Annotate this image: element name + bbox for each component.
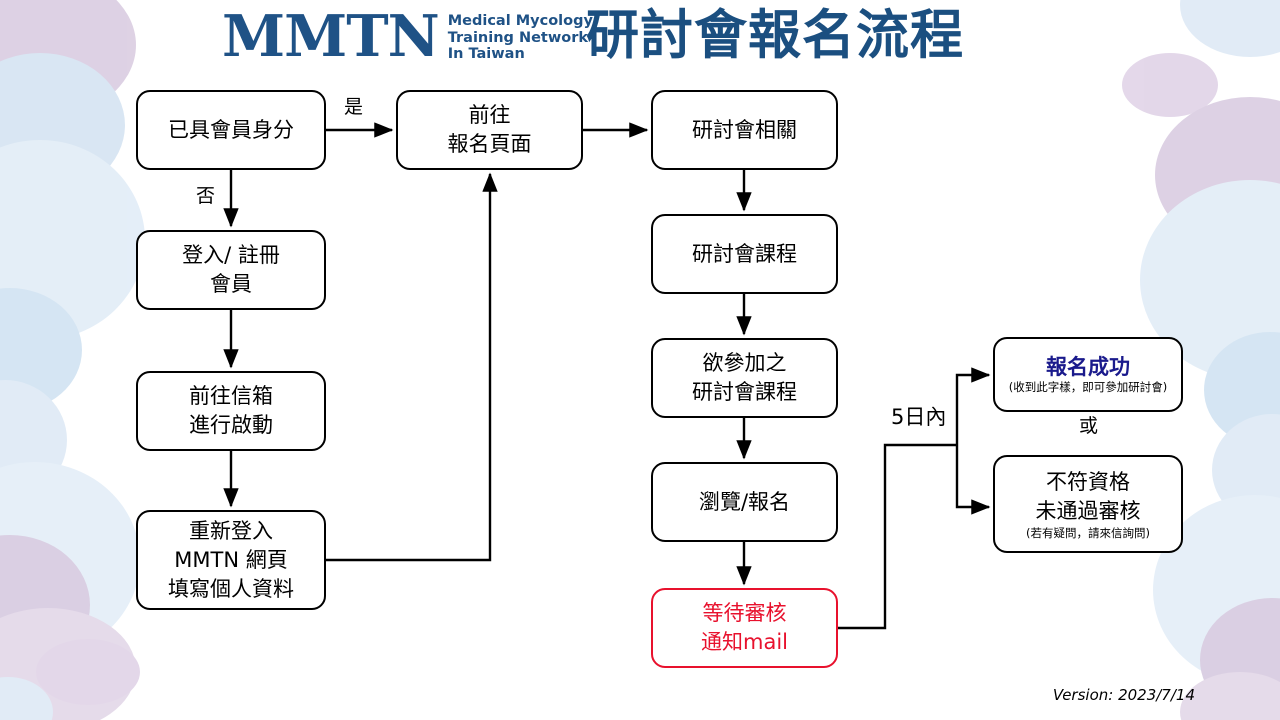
flow-node-line: 研討會課程 [692,380,797,404]
bg-circle-blue [1180,0,1280,57]
logo-tagline: Medical Mycology Training Network In Tai… [448,13,593,63]
result-note: (收到此字樣，即可參加研討會) [1008,380,1168,394]
flow-node-line: 會員 [210,272,252,296]
yes-label: 是 [344,96,364,118]
mmtn-logo: MMTN Medical Mycology Training Network I… [222,8,593,65]
flow-node-member-status[interactable]: 已具會員身分 [136,90,326,170]
or-label: 或 [1079,415,1099,437]
flow-node-seminar-course[interactable]: 研討會課程 [651,214,838,294]
result-line: 不符資格 [1046,469,1130,494]
bg-circle-blue [0,677,53,720]
flow-node-line: 欲參加之 [702,351,787,375]
bg-circle-purple [36,639,140,705]
flow-node-apply-success[interactable]: 報名成功(收到此字樣，即可參加研討會) [993,337,1183,412]
logo-wordmark: MMTN [222,3,440,70]
flow-node-line: 研討會相關 [692,117,797,142]
flow-node-desired-course[interactable]: 欲參加之研討會課程 [651,338,838,418]
flow-node-line: 前往信箱 [189,384,273,408]
flow-node-line: 登入/ 註冊 [182,243,280,267]
version-text: Version: 2023/7/14 [1052,686,1195,704]
bg-circle-blue [1140,180,1280,380]
flow-node-line: 通知mail [701,630,788,654]
flow-node-line: 等待審核 [702,601,787,625]
flow-node-mailbox-activate[interactable]: 前往信箱進行啟動 [136,371,326,451]
page-title: 研討會報名流程 [586,5,964,66]
flow-node-login-signup[interactable]: 登入/ 註冊會員 [136,230,326,310]
flow-node-line: 已具會員身分 [168,117,294,142]
result-headline: 報名成功 [1046,355,1130,379]
flow-node-line: 研討會課程 [692,241,797,266]
flow-node-line: 前往 [468,103,511,127]
flow-node-line: 瀏覽/報名 [698,489,791,514]
flow-node-register-page[interactable]: 前往報名頁面 [396,90,583,170]
flow-node-seminar-related[interactable]: 研討會相關 [651,90,838,170]
edge-branch-to-success [955,367,991,445]
bg-circle-blue [0,288,82,412]
flow-node-apply-rejected[interactable]: 不符資格未通過審核 (若有疑問，請來信詢問) [993,455,1183,553]
edge-branch-to-rejected [955,445,991,515]
flow-node-relogin-profile[interactable]: 重新登入 MMTN 網頁填寫個人資料 [136,510,326,610]
edge-relogin-to-registerpage [326,172,498,562]
result-line: 未通過審核 [1035,498,1141,523]
logo-tagline-line3: In Taiwan [447,46,525,63]
result-note: (若有疑問，請來信詢問) [1026,525,1150,540]
flow-node-line: 報名頁面 [447,132,532,156]
flow-node-browse-apply[interactable]: 瀏覽/報名 [651,462,838,542]
bg-circle-purple [1180,672,1280,720]
flow-node-await-review[interactable]: 等待審核通知mail [651,588,838,668]
bg-circle-blue [0,140,145,340]
logo-tagline-line2: Training Network [447,29,589,46]
within-5-days-label: 5日內 [891,405,947,429]
logo-tagline-line1: Medical Mycology [447,13,593,30]
no-label: 否 [196,185,216,207]
flow-node-line: 填寫個人資料 [168,576,294,601]
flow-node-line: 進行啟動 [189,413,273,437]
bg-circle-purple [1122,53,1218,117]
flow-node-line: 重新登入 [189,518,273,543]
flow-node-line: MMTN 網頁 [174,547,288,572]
edge-await-to-branch [838,443,957,630]
